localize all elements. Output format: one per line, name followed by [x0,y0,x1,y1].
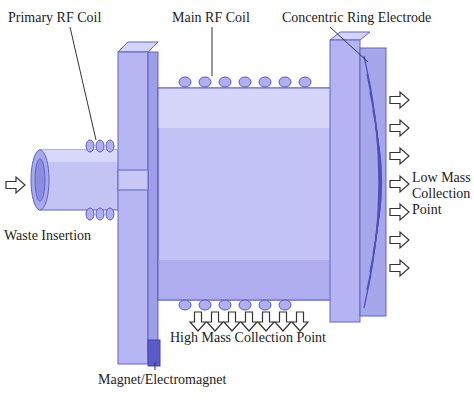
part-label: Low Mass Collection Point [412,170,472,218]
main-coil [179,77,311,310]
leader-line [70,27,368,370]
part-label: Magnet/Electromagnet [98,372,278,388]
main-chamber [158,88,332,300]
insertion-tube [31,150,122,210]
part-label: Waste Insertion [4,228,114,244]
part-label: Primary RF Coil [8,10,128,26]
part-label: Main RF Coil [172,10,272,26]
primary-coil [86,140,114,220]
part-label: High Mass Collection Point [170,330,360,346]
flow-arrow [6,92,409,331]
ring-electrode [360,48,386,316]
part-label: Concentric Ring Electrode [282,10,472,26]
magnet-flange [118,42,160,366]
